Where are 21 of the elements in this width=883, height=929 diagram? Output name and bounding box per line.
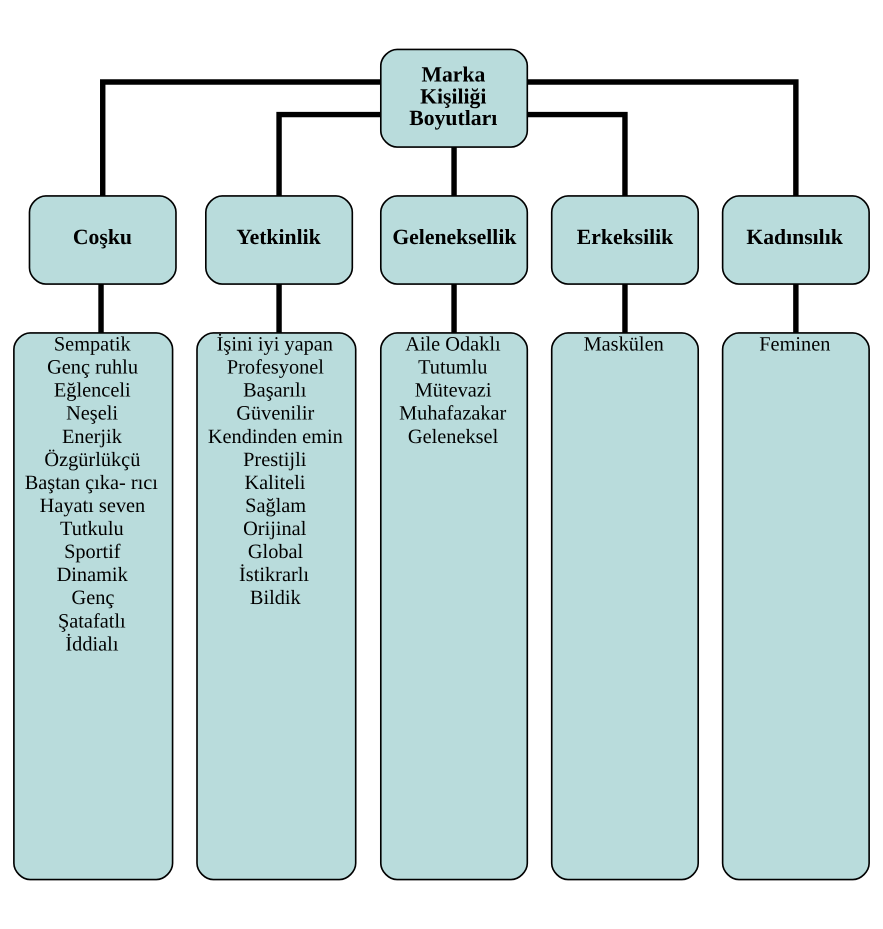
node-box: Sempatik Genç ruhlu Eğlenceli Neşeli Enerjik Özgürlükçü Baştan çıka- rıcı Hayatı seven Tutkulu Sportif Dinamik Genç Şatafatlı İddialı — [13, 332, 174, 880]
node-box: Feminen — [722, 332, 870, 880]
node-box: Coşku — [28, 195, 177, 285]
node-box: Kadınsılık — [722, 195, 870, 285]
connector — [98, 284, 104, 333]
connector — [451, 147, 457, 196]
connector — [528, 112, 628, 196]
node-box: Yetkinlik — [205, 195, 354, 285]
node-box: Geleneksellik — [380, 195, 528, 285]
connector — [622, 284, 628, 333]
node-box: Erkeksilik — [550, 195, 700, 285]
connector — [276, 112, 380, 196]
connector — [451, 284, 457, 333]
connector — [276, 284, 282, 333]
node-box: Aile Odaklı Tutumlu Mütevazi Muhafazakar Geleneksel — [380, 332, 528, 880]
node-box: İşini iyi yapan Profesyonel Başarılı Güvenilir Kendinden emin Prestijli Kaliteli Sağlam Orijinal Global İstikrarlı Bildik — [196, 332, 357, 880]
connector — [527, 79, 799, 196]
connector — [793, 284, 799, 333]
node-box: Marka Kişiliği Boyutları — [380, 48, 528, 148]
node-box: Maskülen — [550, 332, 700, 880]
connector — [100, 79, 380, 196]
